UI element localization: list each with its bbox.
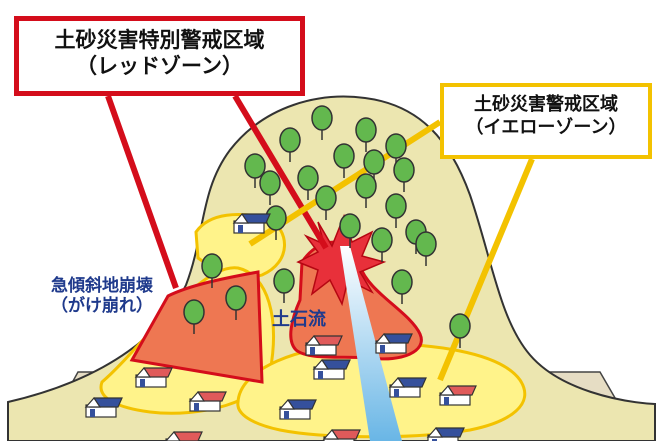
steep-slope-title: 急傾斜地崩壊	[51, 276, 153, 296]
tree-icon	[315, 185, 337, 220]
tree-layer	[183, 105, 471, 348]
house-icon	[165, 431, 203, 441]
house-icon	[322, 429, 361, 441]
tree-icon	[183, 299, 205, 334]
house-icon	[232, 213, 271, 234]
red-zone-pointer-left	[105, 94, 179, 290]
tree-icon	[371, 227, 393, 262]
yellow-zone-subtitle: （イエローゾーン）	[465, 116, 627, 138]
tree-icon	[311, 105, 333, 140]
red-zone-label: 土砂災害特別警戒区域 （レッドゾーン）	[14, 16, 305, 96]
house-icon	[374, 333, 413, 354]
house-icon	[84, 397, 123, 418]
house-icon	[304, 335, 343, 356]
debris-flow-stream	[340, 246, 402, 441]
tree-icon	[339, 213, 361, 248]
tree-icon	[393, 157, 415, 192]
yellow-zone-title: 土砂災害警戒区域	[474, 94, 618, 115]
tree-icon	[244, 153, 266, 188]
yellow-zone-label: 土砂災害警戒区域 （イエローゾーン）	[440, 83, 652, 159]
tree-icon	[363, 149, 385, 184]
house-icon	[188, 391, 227, 412]
tree-icon	[297, 165, 319, 200]
house-icon	[438, 385, 477, 406]
tree-icon	[391, 269, 413, 304]
house-icon	[278, 399, 317, 420]
house-layer	[84, 213, 477, 441]
house-icon	[426, 427, 465, 441]
debris-flow-label: 土石流	[272, 309, 326, 330]
house-icon	[388, 377, 427, 398]
yellow-zone-pointer-right	[437, 157, 535, 382]
tree-icon	[333, 143, 355, 178]
red-zone-title: 土砂災害特別警戒区域	[54, 28, 265, 52]
tree-icon	[355, 173, 377, 208]
tree-icon	[265, 205, 287, 240]
red-zone-pointer-right	[232, 94, 329, 250]
tree-icon	[225, 285, 247, 320]
tree-icon	[259, 170, 281, 205]
tree-icon	[385, 193, 407, 228]
tree-icon	[273, 268, 295, 303]
red-zone-subtitle: （レッドゾーン）	[76, 54, 243, 79]
tree-icon	[449, 313, 471, 348]
steep-slope-label: 急傾斜地崩壊 （がけ崩れ）	[22, 276, 182, 317]
tree-icon	[415, 231, 437, 266]
house-icon	[312, 359, 351, 380]
steep-slope-subtitle: （がけ崩れ）	[51, 296, 153, 317]
house-icon	[134, 367, 173, 388]
tree-icon	[201, 253, 223, 288]
tree-icon	[355, 117, 377, 152]
tree-icon	[279, 127, 301, 162]
